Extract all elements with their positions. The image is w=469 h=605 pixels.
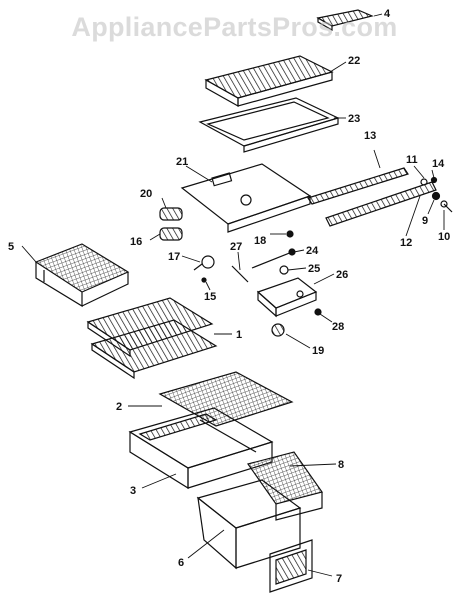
part-15-socket xyxy=(201,277,207,283)
callout-19: 19 xyxy=(312,345,324,357)
part-5-wire-shelf xyxy=(34,243,130,308)
part-28-screw xyxy=(314,308,322,316)
part-19-knob xyxy=(271,323,285,337)
callout-3: 3 xyxy=(130,485,136,497)
callout-10: 10 xyxy=(438,231,450,243)
part-27-rod xyxy=(231,265,249,283)
part-24-screw xyxy=(251,248,296,269)
callout-24: 24 xyxy=(306,245,319,257)
part-16-roller xyxy=(159,227,183,241)
part-17-bulb xyxy=(193,255,215,271)
callout-2: 2 xyxy=(116,401,122,413)
callout-20: 20 xyxy=(140,188,152,200)
part-3-frame xyxy=(128,407,274,490)
part-8-drawer-insert xyxy=(247,451,323,521)
callout-14: 14 xyxy=(432,158,445,170)
callout-16: 16 xyxy=(130,236,142,248)
part-23-tray xyxy=(198,97,340,153)
callout-17: 17 xyxy=(168,251,180,263)
callout-15: 15 xyxy=(204,291,216,303)
part-7-drawer-front xyxy=(269,539,313,593)
part-20-roller xyxy=(159,207,183,221)
part-12-rail xyxy=(325,181,437,227)
callout-26: 26 xyxy=(336,269,348,281)
callout-27: 27 xyxy=(230,241,242,253)
callout-11: 11 xyxy=(406,154,418,166)
callout-21: 21 xyxy=(176,156,188,168)
part-25-grommet xyxy=(279,265,289,275)
part-6-drawer xyxy=(196,479,302,570)
callout-7: 7 xyxy=(336,573,342,585)
callout-4: 4 xyxy=(384,8,391,20)
callout-28: 28 xyxy=(332,321,344,333)
callout-23: 23 xyxy=(348,113,360,125)
callout-18: 18 xyxy=(254,235,266,247)
callout-13: 13 xyxy=(364,130,376,142)
callout-8: 8 xyxy=(338,459,344,471)
part-4-cover xyxy=(316,9,374,32)
part-13-rail xyxy=(307,167,409,205)
callout-labels: 4 22 23 13 11 14 21 20 16 18 9 10 12 5 2… xyxy=(8,8,450,585)
part-22-shelf xyxy=(204,55,334,108)
part-1-shelves xyxy=(86,297,218,380)
callout-22: 22 xyxy=(348,55,360,67)
part-2-glass xyxy=(158,371,294,427)
part-21-cover xyxy=(180,163,312,233)
callout-9: 9 xyxy=(422,215,428,227)
callout-12: 12 xyxy=(400,237,412,249)
part-18-screw xyxy=(286,230,294,238)
callout-5: 5 xyxy=(8,241,14,253)
callout-1: 1 xyxy=(236,329,242,341)
leader-lines xyxy=(21,13,445,577)
part-9-10-hardware xyxy=(431,191,453,213)
callout-25: 25 xyxy=(308,263,320,275)
callout-6: 6 xyxy=(178,557,184,569)
part-26-housing xyxy=(256,277,318,318)
